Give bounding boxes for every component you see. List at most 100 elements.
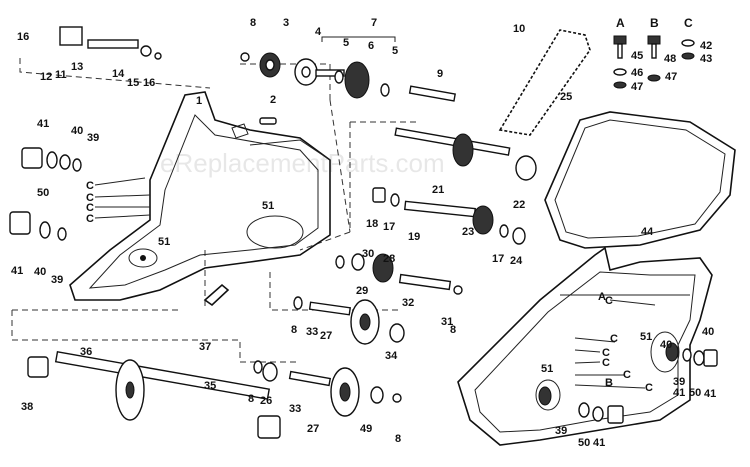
- lever-37: [203, 283, 230, 307]
- gear-4: [294, 58, 318, 86]
- shaft-9: [408, 85, 456, 102]
- hardware-legend: [613, 35, 695, 89]
- sprocket-21: [452, 133, 474, 167]
- callout: 27: [320, 330, 332, 342]
- callout: 38: [21, 401, 33, 413]
- gear-23: [472, 205, 494, 235]
- callout: 22: [513, 199, 525, 211]
- callout: 11: [55, 69, 67, 81]
- seal-50-right: [693, 350, 705, 366]
- gasket: [544, 111, 736, 249]
- callout: 16: [143, 77, 155, 89]
- callout: 17: [492, 253, 504, 265]
- callout: 35: [204, 380, 216, 392]
- callout: C: [645, 382, 653, 394]
- callout: 50: [37, 187, 49, 199]
- callout: 8: [450, 324, 456, 336]
- callout: 39: [673, 376, 685, 388]
- callout: 49: [360, 423, 372, 435]
- gear-27-b-hub: [339, 382, 351, 402]
- callout: 41: [593, 437, 605, 449]
- gear-28: [372, 253, 394, 283]
- callout: 51: [158, 236, 170, 248]
- gear-27-a-hub: [359, 313, 371, 331]
- seal-40-top: [59, 154, 71, 170]
- left-housing: [69, 91, 331, 301]
- callout: 39: [51, 274, 63, 286]
- callout: 41: [11, 265, 23, 277]
- callout: 17: [383, 221, 395, 233]
- callout: C: [86, 202, 94, 214]
- callout: 40: [71, 125, 83, 137]
- callout: 13: [71, 61, 83, 73]
- chain: [498, 29, 591, 136]
- leader-arrows: [94, 177, 656, 389]
- callout: C: [605, 295, 613, 307]
- bushing-26: [262, 362, 278, 382]
- callout: 8: [395, 433, 401, 445]
- callout: 41: [704, 388, 716, 400]
- callout: 6: [368, 40, 374, 52]
- bushing-34: [389, 323, 405, 343]
- callout: 1: [196, 95, 202, 107]
- shaft-35: [54, 351, 271, 400]
- shaft-stub: [315, 69, 345, 77]
- callout: 9: [437, 68, 443, 80]
- washer-39-top: [72, 158, 82, 172]
- callout: C: [602, 347, 610, 359]
- bearing-5-right: [380, 83, 390, 97]
- bearing-41-top: [21, 147, 43, 169]
- washer-31: [453, 285, 463, 295]
- washer-8-lower: [293, 296, 303, 310]
- washer-8-end: [392, 393, 402, 403]
- callout: 26: [260, 395, 272, 407]
- callout: 10: [513, 23, 525, 35]
- washer-17-a: [390, 193, 400, 207]
- callout: 40: [34, 266, 46, 278]
- callout: 37: [199, 341, 211, 353]
- bushing-49: [370, 386, 384, 404]
- legend-col-c: C: [684, 16, 693, 30]
- bearing-41-mid: [9, 211, 31, 235]
- callout: 51: [640, 331, 652, 343]
- callout: 33: [289, 403, 301, 415]
- callout: 28: [383, 253, 395, 265]
- callout: 19: [408, 231, 420, 243]
- callout: 43: [700, 53, 712, 65]
- washer-17-b: [499, 224, 509, 238]
- washer-8-top: [240, 52, 250, 62]
- callout: 48: [664, 53, 676, 65]
- callout: 41: [37, 118, 49, 130]
- callout: 31: [441, 316, 453, 328]
- callout: C: [610, 333, 618, 345]
- bracket-7: [321, 36, 396, 42]
- callout: 44: [641, 226, 654, 238]
- callout: 5: [392, 45, 398, 57]
- bearing-51-right-bottom: [538, 386, 552, 406]
- bushing-24: [512, 227, 526, 245]
- seal-50-top: [46, 151, 58, 169]
- bushing-38: [27, 356, 49, 378]
- gear-6: [344, 61, 370, 99]
- callout: C: [86, 180, 94, 192]
- seal-40-mid: [39, 221, 51, 239]
- callout: 36: [80, 346, 92, 358]
- callout: 27: [307, 423, 319, 435]
- callout: B: [605, 377, 613, 389]
- callout: C: [86, 213, 94, 225]
- callout: 41: [673, 387, 685, 399]
- callout: 50: [578, 437, 590, 449]
- callout: 42: [700, 40, 712, 52]
- callout: 14: [112, 68, 125, 80]
- pin-2: [259, 117, 277, 125]
- callout: C: [602, 357, 610, 369]
- shaft-14: [59, 26, 162, 60]
- callout: 34: [385, 350, 398, 362]
- callout: 18: [366, 218, 378, 230]
- callout: 8: [250, 17, 256, 29]
- bearing-51-right-top: [665, 342, 679, 362]
- washer-39-mid: [57, 227, 67, 241]
- right-housing: [457, 246, 713, 446]
- callout-labels: 1 2 3 4 5 6 5 7 8 9 10 11 12 13 14 15 16…: [11, 17, 716, 449]
